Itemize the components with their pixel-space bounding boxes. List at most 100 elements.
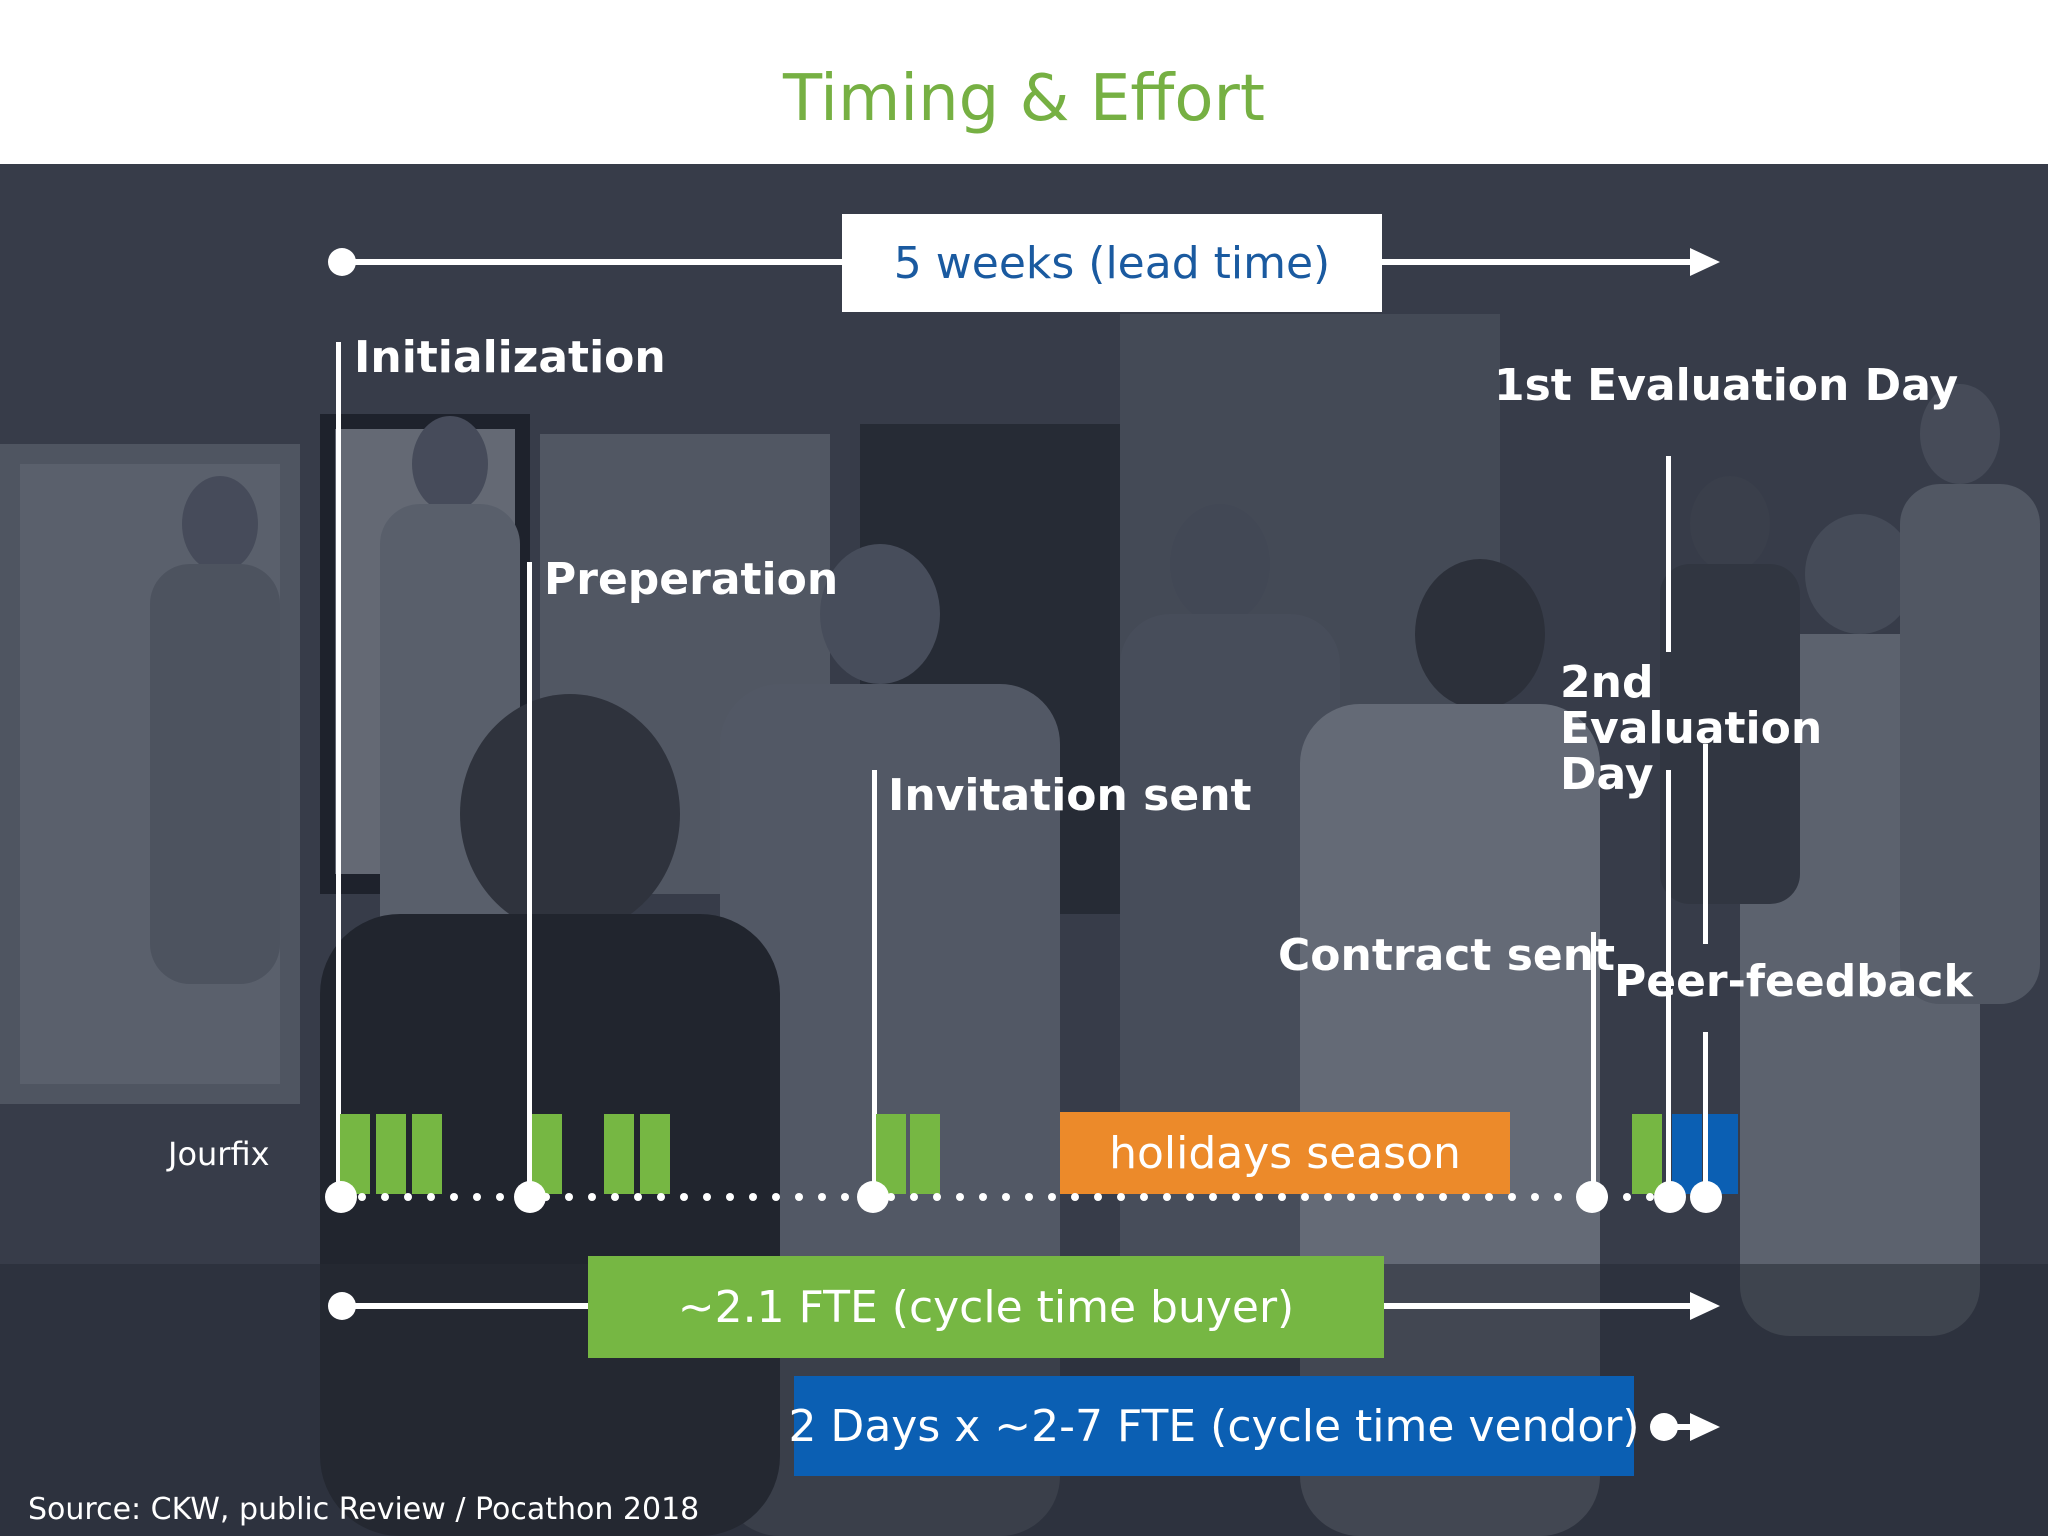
jourfix-bar: [340, 1114, 370, 1194]
timeline-dot: [404, 1193, 412, 1201]
timeline-dot: [772, 1193, 780, 1201]
timeline-dot: [358, 1193, 366, 1201]
lead-time-arrowhead: [1690, 248, 1720, 276]
timeline-dot: [841, 1193, 849, 1201]
slide-title: Timing & Effort: [783, 62, 1265, 136]
timeline-dot: [818, 1193, 826, 1201]
source-note: Source: CKW, public Review / Pocathon 20…: [28, 1492, 700, 1527]
initialization-line: [336, 342, 341, 1196]
timeline-dot: [381, 1193, 389, 1201]
evaluation-day-bar: [1672, 1114, 1702, 1194]
timeline-dot: [979, 1193, 987, 1201]
timeline-dot: [1462, 1193, 1470, 1201]
buyer-effort-label: ~2.1 FTE (cycle time buyer): [677, 1281, 1295, 1333]
second-eval-line-lower: [1703, 1032, 1708, 1196]
first-eval-dot: [1654, 1181, 1686, 1213]
timeline-dot: [588, 1193, 596, 1201]
timeline-dot: [611, 1193, 619, 1201]
initialization-dot: [325, 1181, 357, 1213]
contract-line: [1591, 932, 1596, 1196]
timeline-dot: [1255, 1193, 1263, 1201]
vendor-start-dot: [1650, 1413, 1678, 1441]
timeline-dot: [1025, 1193, 1033, 1201]
first-eval-line-top: [1666, 456, 1671, 652]
jourfix-bar: [532, 1114, 562, 1194]
timeline-dot: [1278, 1193, 1286, 1201]
timeline-dot: [726, 1193, 734, 1201]
holidays-season-label: holidays season: [1109, 1127, 1461, 1179]
lead-time-label: 5 weeks (lead time): [893, 237, 1331, 289]
timeline-dot: [1232, 1193, 1240, 1201]
timeline-dot: [473, 1193, 481, 1201]
timeline-dot: [1117, 1193, 1125, 1201]
jourfix-bar: [640, 1114, 670, 1194]
timeline-dot: [910, 1193, 918, 1201]
timeline-dot: [450, 1193, 458, 1201]
timeline-dot: [1002, 1193, 1010, 1201]
second-eval-line: [1703, 744, 1708, 944]
timeline-dot: [1554, 1193, 1562, 1201]
preparation-line: [527, 562, 532, 1196]
second-eval-dot: [1690, 1181, 1722, 1213]
timeline-dot: [1301, 1193, 1309, 1201]
timeline-dot: [1416, 1193, 1424, 1201]
timeline-dot: [749, 1193, 757, 1201]
buyer-arrowhead: [1690, 1292, 1720, 1320]
first-eval-label: 1st Evaluation Day: [1494, 360, 1959, 411]
timeline-dot: [680, 1193, 688, 1201]
timeline-dot: [1508, 1193, 1516, 1201]
contract-label: Contract sent: [1278, 930, 1616, 981]
jourfix-bar: [876, 1114, 906, 1194]
lead-time-start-dot: [328, 248, 356, 276]
timeline-dot: [1531, 1193, 1539, 1201]
timeline-dot: [1439, 1193, 1447, 1201]
vendor-effort-box: 2 Days x ~2-7 FTE (cycle time vendor): [788, 1376, 1640, 1476]
jourfix-label: Jourfix: [168, 1135, 270, 1173]
jourfix-bar: [412, 1114, 442, 1194]
timeline-dot: [1209, 1193, 1217, 1201]
preparation-label: Preperation: [544, 554, 839, 605]
timeline-dot: [565, 1193, 573, 1201]
timeline-dot: [1094, 1193, 1102, 1201]
buyer-start-dot: [328, 1292, 356, 1320]
timeline-dot: [1071, 1193, 1079, 1201]
peer-feedback-label: Peer-feedback: [1614, 956, 1973, 1007]
timeline-dot: [1623, 1193, 1631, 1201]
holidays-season-box: holidays season: [1060, 1112, 1510, 1194]
timeline-dot: [1347, 1193, 1355, 1201]
first-eval-line-bottom: [1666, 770, 1671, 1196]
timeline-dot: [1324, 1193, 1332, 1201]
timeline-dot: [887, 1193, 895, 1201]
timeline-dot: [1163, 1193, 1171, 1201]
initialization-label: Initialization: [354, 332, 666, 383]
timeline-dot: [703, 1193, 711, 1201]
lead-time-box: 5 weeks (lead time): [842, 214, 1382, 312]
invitation-label: Invitation sent: [888, 770, 1252, 821]
timeline-dot: [1140, 1193, 1148, 1201]
timeline-dot: [496, 1193, 504, 1201]
slide-header: Timing & Effort: [0, 0, 2048, 164]
timeline-dot: [795, 1193, 803, 1201]
timeline-dot: [1393, 1193, 1401, 1201]
timeline-dot: [1370, 1193, 1378, 1201]
buyer-effort-box: ~2.1 FTE (cycle time buyer): [588, 1256, 1384, 1358]
timeline-dot: [933, 1193, 941, 1201]
invitation-line: [872, 770, 877, 1196]
jourfix-bar: [376, 1114, 406, 1194]
timeline-dot: [1485, 1193, 1493, 1201]
evaluation-day-bar: [1708, 1114, 1738, 1194]
timeline-dot: [657, 1193, 665, 1201]
invitation-dot: [857, 1181, 889, 1213]
preparation-dot: [514, 1181, 546, 1213]
timeline-dot: [1186, 1193, 1194, 1201]
timeline-dot: [1048, 1193, 1056, 1201]
vendor-arrowhead: [1690, 1413, 1720, 1441]
jourfix-bar: [604, 1114, 634, 1194]
timeline-dot: [427, 1193, 435, 1201]
contract-dot: [1576, 1181, 1608, 1213]
jourfix-bar: [910, 1114, 940, 1194]
vendor-effort-label: 2 Days x ~2-7 FTE (cycle time vendor): [788, 1400, 1640, 1452]
timeline-dot: [956, 1193, 964, 1201]
timeline-dot: [634, 1193, 642, 1201]
